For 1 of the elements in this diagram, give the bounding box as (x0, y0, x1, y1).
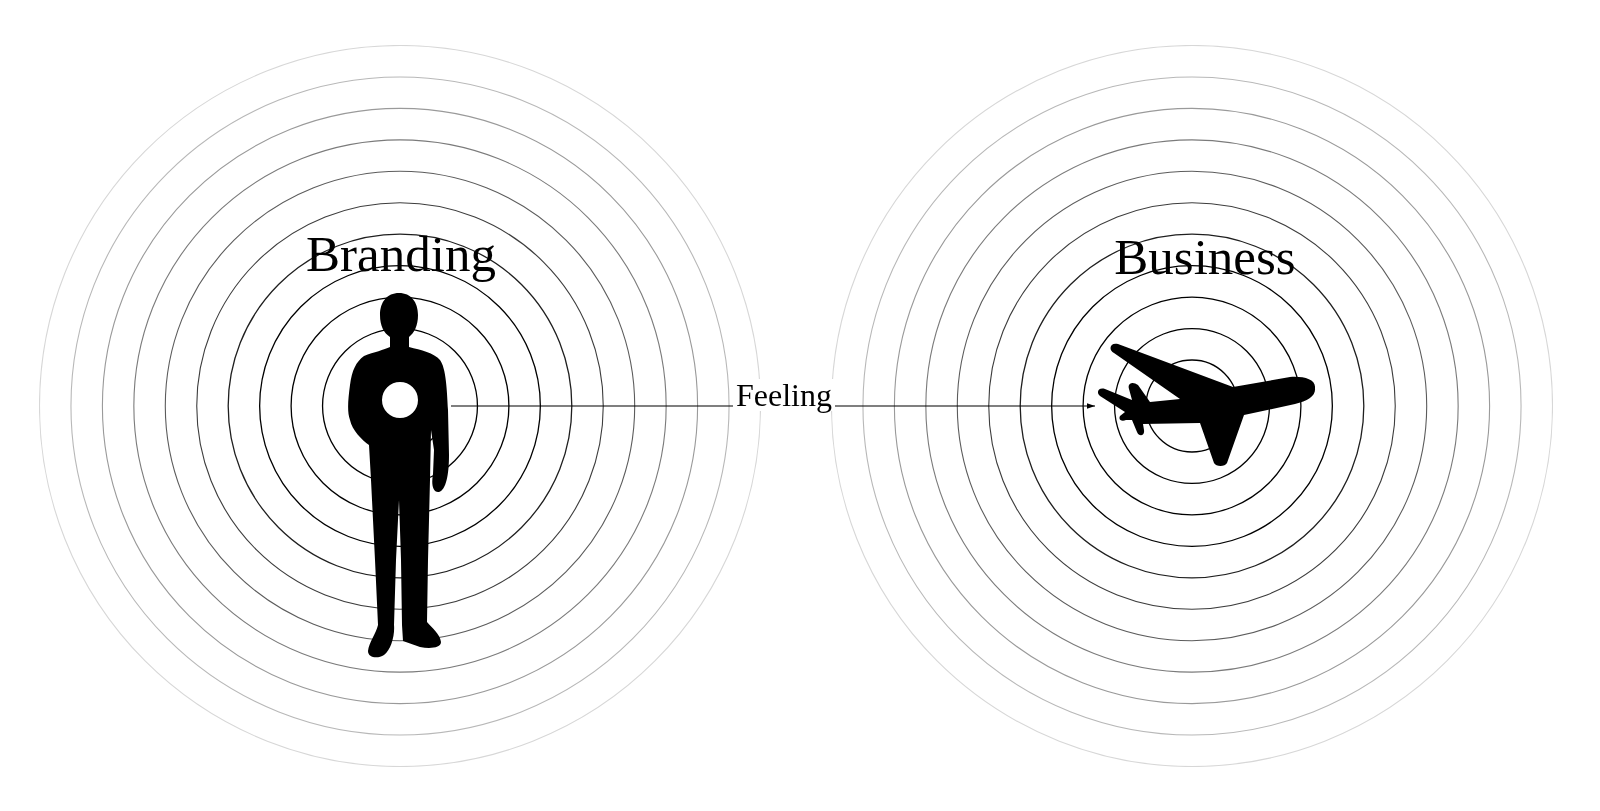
edge-label: Feeling (733, 379, 835, 411)
